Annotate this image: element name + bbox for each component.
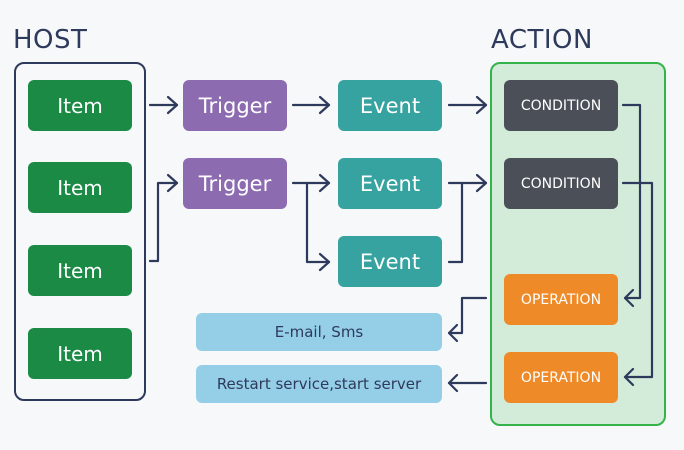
host-frame — [14, 62, 146, 401]
trigger-2: Trigger — [183, 158, 287, 209]
arrow-items-trigger2 — [148, 181, 179, 263]
operation-2: OPERATION — [504, 352, 618, 403]
host-item-1: Item — [28, 80, 132, 131]
host-item-3: Item — [28, 245, 132, 296]
host-title: HOST — [13, 25, 88, 55]
arrow-condition2-operation2 — [621, 181, 654, 379]
action-title: ACTION — [491, 25, 593, 55]
operation-1: OPERATION — [504, 274, 618, 325]
arrow-trigger2-event3 — [305, 181, 331, 264]
event-1: Event — [338, 80, 442, 131]
trigger-1: Trigger — [183, 80, 287, 131]
event-3: Event — [338, 236, 442, 287]
host-item-4: Item — [28, 328, 132, 379]
notification-restart-service: Restart service,start server — [196, 365, 442, 403]
arrow-condition1-operation1 — [621, 103, 642, 300]
condition-1: CONDITION — [504, 80, 618, 131]
notification-email-sms: E-mail, Sms — [196, 313, 442, 351]
host-item-2: Item — [28, 162, 132, 213]
arrow-operation1-email — [447, 296, 488, 335]
arrow-event3-condition2 — [447, 181, 464, 264]
condition-2: CONDITION — [504, 158, 618, 209]
event-2: Event — [338, 158, 442, 209]
